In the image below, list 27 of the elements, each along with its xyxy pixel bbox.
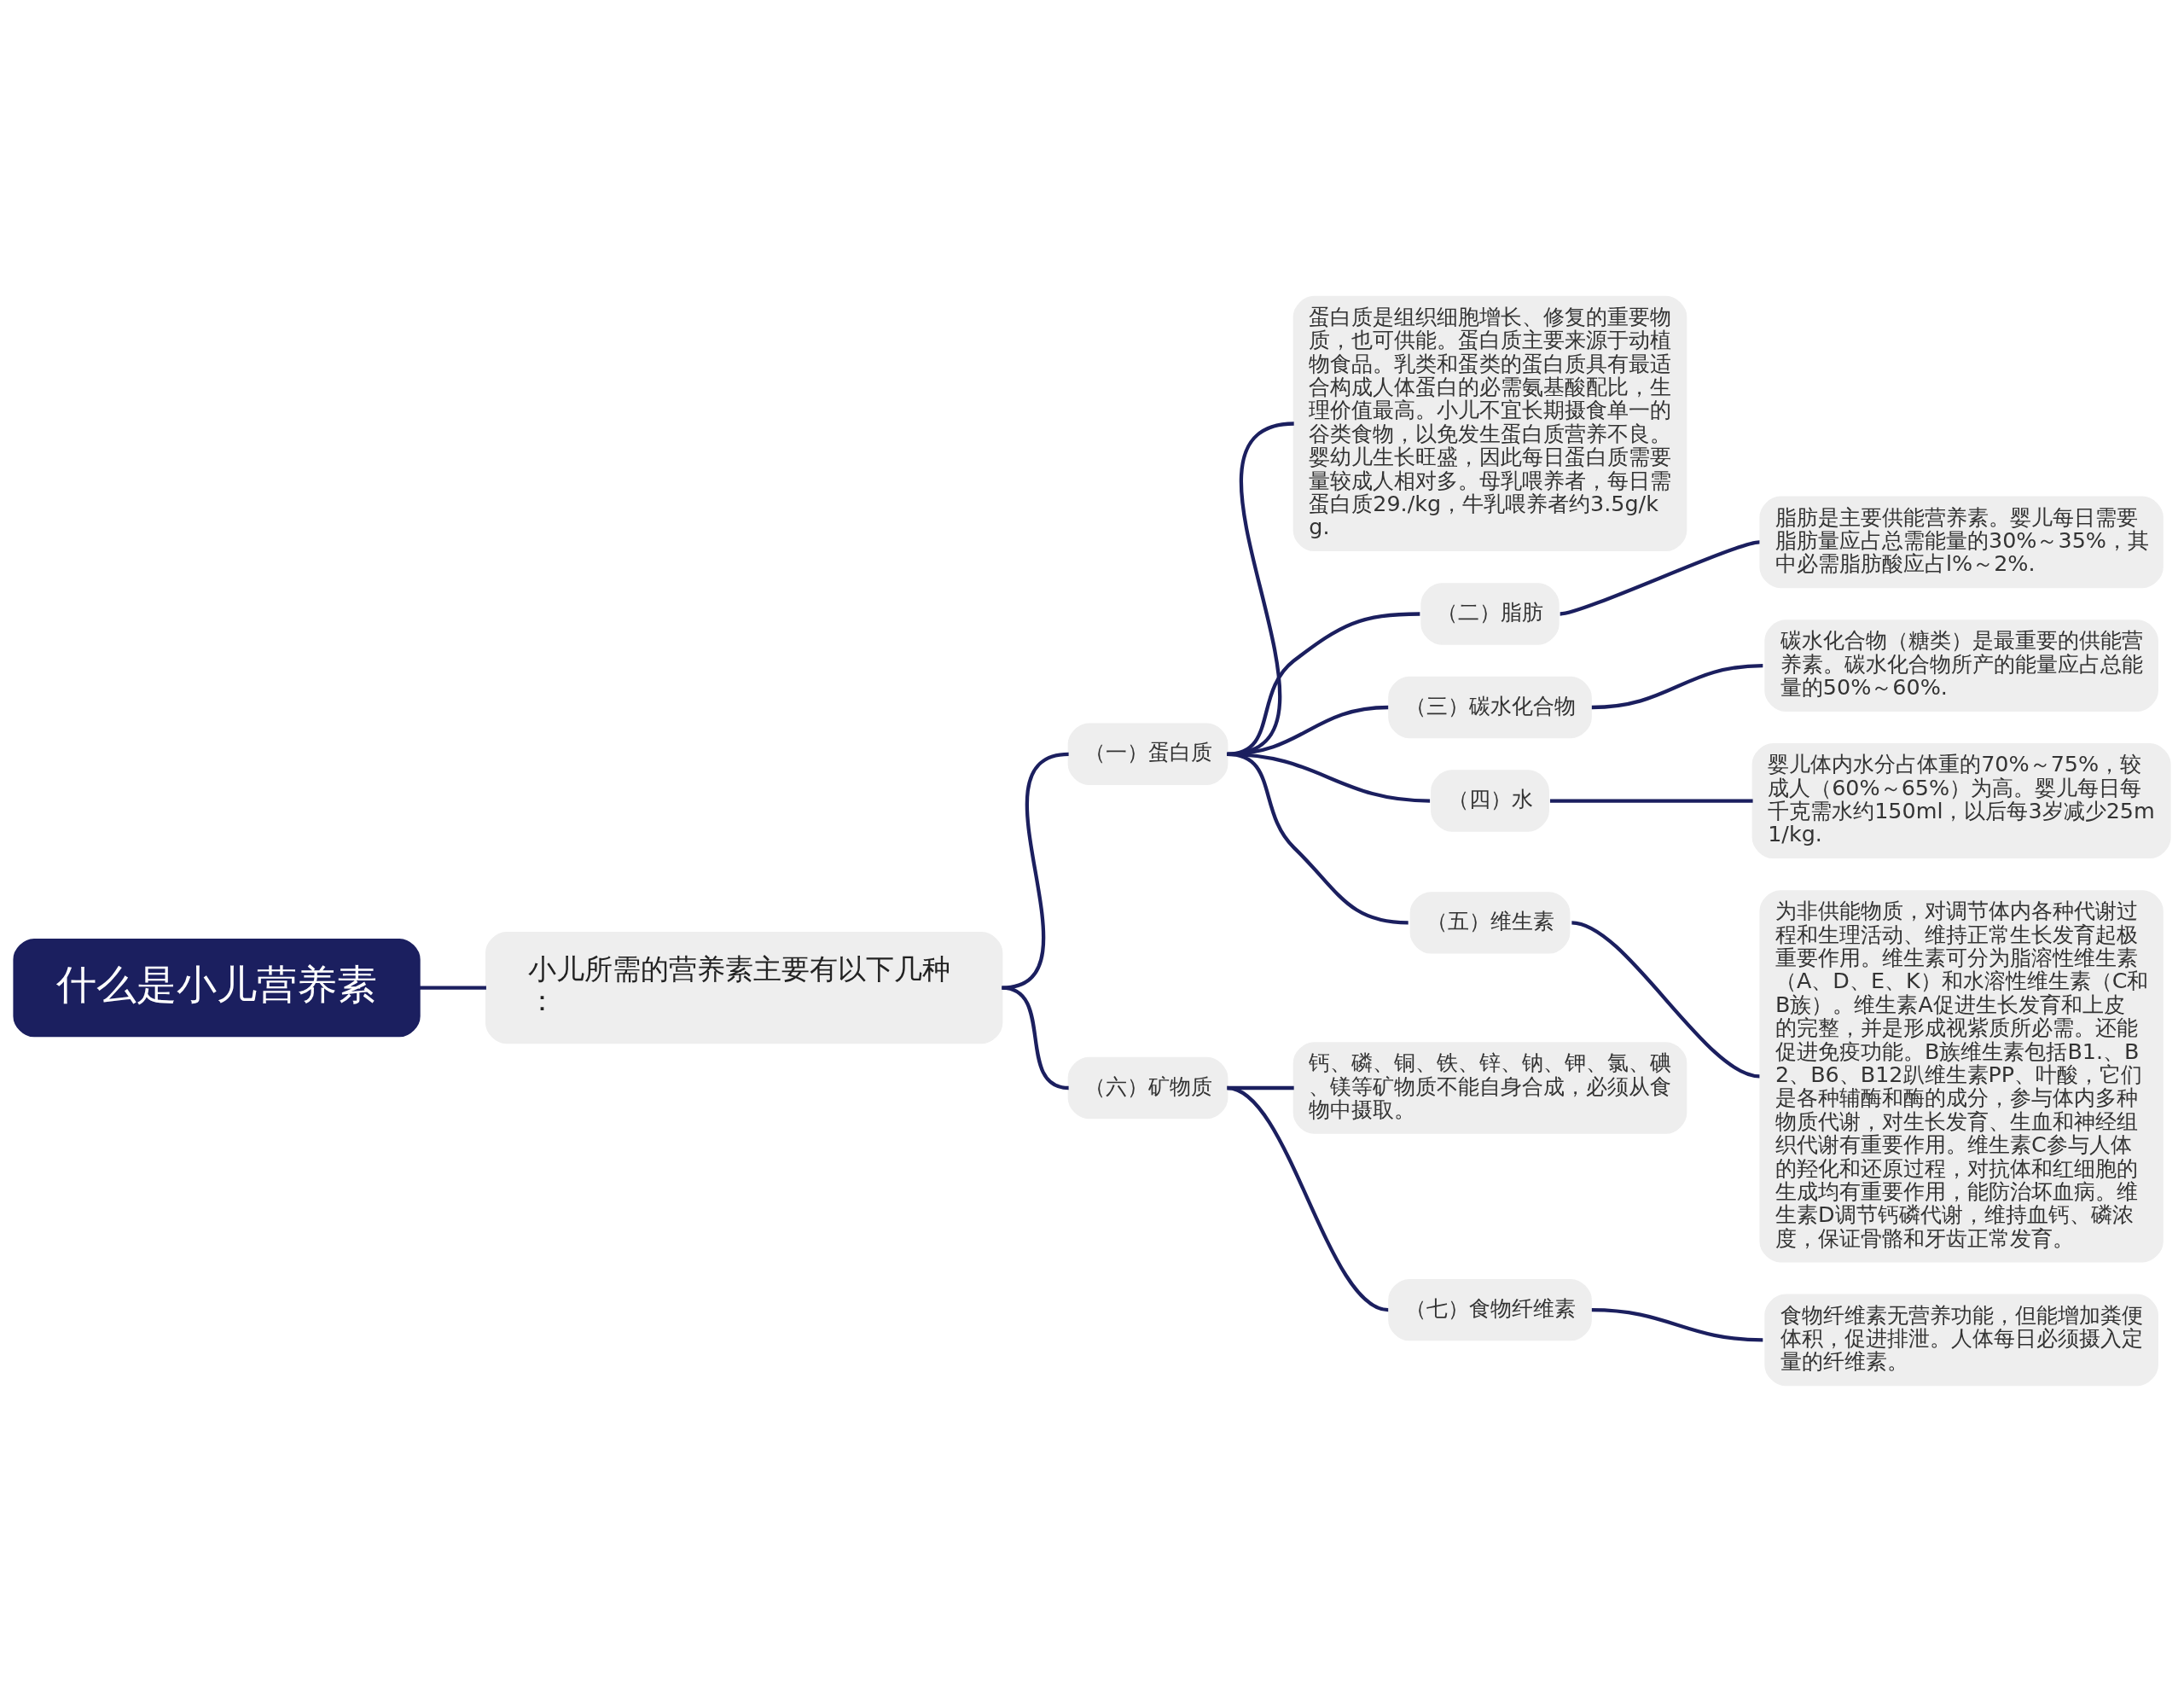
connector bbox=[1591, 1307, 1763, 1341]
node-box: （七）食物纤维素 bbox=[1388, 1278, 1592, 1341]
node-box: （二）脂肪 bbox=[1420, 582, 1560, 645]
node-box: 碳水化合物（糖类）是最重要的供能营养素。碳水化合物所产的能量应占总能量的50%～60%. bbox=[1764, 619, 2158, 712]
connector bbox=[1226, 1085, 1389, 1312]
connector bbox=[1591, 663, 1763, 709]
node-box: 脂肪是主要供能营养素。婴儿每日需要脂肪量应占总需能量的30%～35%，其中必需脂肪酸应占l%～2%. bbox=[1759, 496, 2164, 588]
node-box: 为非供能物质，对调节体内各种代谢过程和生理活动、维持正常生长发育起极重要作用。维生素可分为脂溶性维生素（A、D、E、K）和水溶性维生素（C和B族）。维生素A促进生长发育和上皮的完整，并是形成视紫质所必需。还能促进免疫功能。B族维生素包括B1.、B2、B6、B12趴维生素PP、叶酸，它们是各种辅酶和酶的成分，参与体内多种物质代谢，对生长发育、生血和神经组织代谢有重要作用。维生素C参与人体的羟化和还原过程，对抗体和红细胞的生成均有重要作用，能防治坏血病。维生素D调节钙磷代谢，维持血钙、磷浓度，保证骨骼和牙齿正常发育。 bbox=[1759, 889, 2164, 1262]
connector bbox=[1002, 986, 1069, 1090]
node-box: （一）蛋白质 bbox=[1067, 723, 1228, 785]
connector bbox=[419, 986, 486, 990]
node-box: （四）水 bbox=[1431, 769, 1549, 832]
node-box: （三）碳水化合物 bbox=[1388, 676, 1592, 738]
connector bbox=[1227, 752, 1409, 924]
connector bbox=[1227, 611, 1420, 756]
node-box: 蛋白质是组织细胞增长、修复的重要物质，也可供能。蛋白质主要来源于动植物食品。乳类和蛋类的蛋白质具有最适合构成人体蛋白的必需氨基酸配比，生理价值最高。小儿不宜长期摄食单一的谷类食物，以免发生蛋白质营养不良。婴幼儿生长旺盛，因此每日蛋白质需要量较成人相对多。母乳喂养者，每日需蛋白质29./kg，牛乳喂养者约3.5g/kg. bbox=[1292, 295, 1687, 551]
connector bbox=[1571, 920, 1760, 1078]
node-box: 婴儿体内水分占体重的70%～75%，较成人（60%～65%）为高。婴儿每日每千克需水约150ml，以后每3岁减少25m1/kg. bbox=[1751, 742, 2171, 858]
connector bbox=[1549, 798, 1753, 803]
node-box: 钙、磷、铜、铁、锌、钠、钾、氯、碘、镁等矿物质不能自身合成，必须从食物中摄取。 bbox=[1292, 1041, 1687, 1134]
node-box: （五）维生素 bbox=[1409, 891, 1571, 954]
node-box: 什么是小儿营养素 bbox=[13, 938, 421, 1037]
node-box: 小儿所需的营养素主要有以下几种： bbox=[485, 931, 1003, 1044]
node-box: 食物纤维素无营养功能，但能增加粪便体积，促进排泄。人体每日必须摄入定量的纤维素。 bbox=[1764, 1294, 2158, 1386]
connector bbox=[1560, 539, 1760, 616]
connector bbox=[1001, 752, 1070, 990]
node-box: （六）矿物质 bbox=[1067, 1056, 1228, 1119]
